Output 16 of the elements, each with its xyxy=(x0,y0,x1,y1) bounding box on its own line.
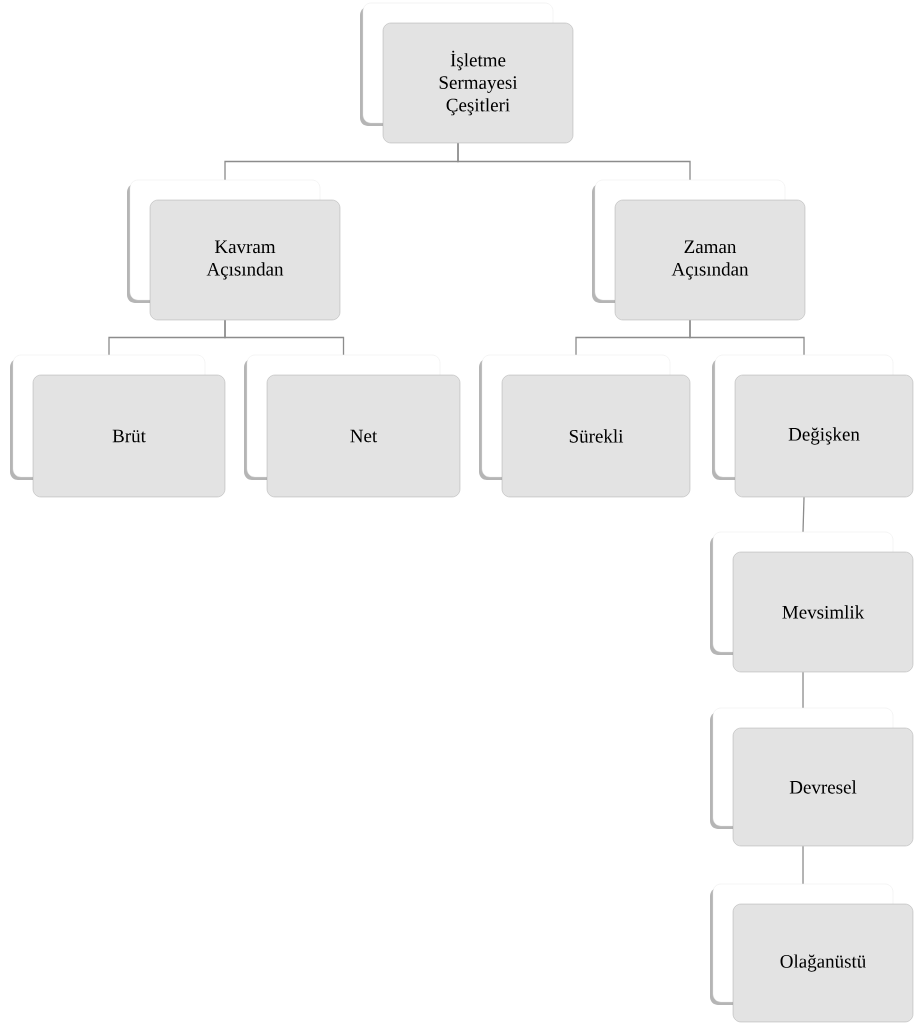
process-box: Olağanüstü xyxy=(710,883,914,1023)
process-box: Zaman Açısından xyxy=(592,179,806,321)
process-box: Net xyxy=(244,354,461,498)
connector-line xyxy=(802,671,804,709)
process-box: Devresel xyxy=(710,707,914,847)
connector-line xyxy=(689,319,805,356)
process-box: İşletme Sermayesi Çeşitleri xyxy=(360,2,574,144)
connector-line xyxy=(802,845,804,885)
process-box: Brüt xyxy=(10,354,226,498)
process-box: Sürekli xyxy=(479,354,691,498)
process-box: Değişken xyxy=(712,354,914,498)
process-box: Kavram Açısından xyxy=(127,179,341,321)
process-box: Mevsimlik xyxy=(710,531,914,673)
connector-line xyxy=(802,496,805,533)
connector-line xyxy=(224,319,345,356)
connector-line xyxy=(457,142,691,181)
